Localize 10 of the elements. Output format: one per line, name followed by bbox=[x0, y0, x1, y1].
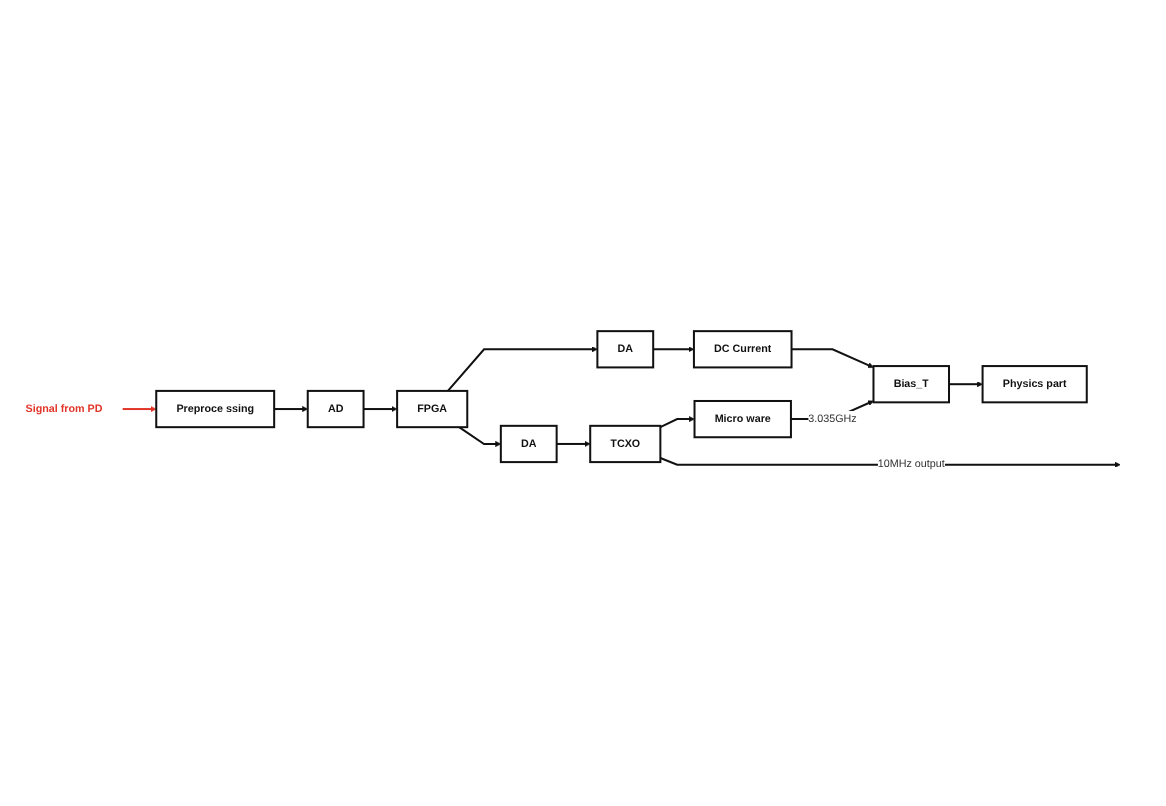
arrow bbox=[458, 426, 502, 447]
arrow bbox=[447, 346, 598, 392]
arrow bbox=[556, 441, 591, 447]
arrow bbox=[122, 406, 157, 412]
arrow bbox=[274, 406, 308, 412]
arrow bbox=[363, 406, 398, 412]
arrow bbox=[949, 381, 983, 388]
arrow bbox=[791, 348, 874, 368]
arrow bbox=[653, 346, 695, 353]
arrow bbox=[659, 416, 695, 429]
